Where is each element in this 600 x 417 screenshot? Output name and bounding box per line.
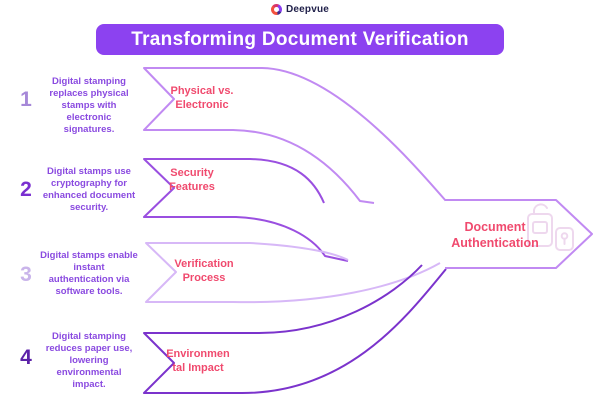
banner-verification-process: [145, 242, 441, 304]
deepvue-ring-icon: [270, 4, 282, 15]
brand-name: Deepvue: [285, 4, 330, 15]
step-description-2: Digital stamps use cryptography for enha…: [42, 166, 136, 213]
step-number-4: 4: [20, 346, 32, 369]
step-description-4: Digital stamping reduces paper use, lowe…: [45, 331, 133, 390]
title-banner: Transforming Document Verification: [96, 24, 504, 55]
flow-label-verification-process: Verification Process: [174, 258, 234, 284]
banner-physical-vs-electronic: [143, 67, 447, 204]
step-description-1: Digital stamping replaces physical stamp…: [49, 76, 129, 135]
result-arrow: [445, 199, 593, 269]
brand-header: Deepvue: [0, 4, 600, 15]
step-description-3: Digital stamps enable instant authentica…: [40, 250, 138, 297]
page-title: Transforming Document Verification: [131, 28, 469, 50]
result-label: Document Authentication: [451, 220, 539, 250]
banner-security-features: [143, 158, 349, 262]
flow-label-security-features: Security Features: [169, 167, 215, 193]
document-lock-icon: [527, 203, 574, 251]
step-number-1: 1: [20, 88, 32, 111]
banner-environmental-impact: [143, 264, 447, 395]
step-number-2: 2: [20, 178, 32, 201]
flow-label-environmental-impact: Environmen tal Impact: [166, 348, 230, 374]
flow-label-physical-vs-electronic: Physical vs. Electronic: [170, 85, 234, 111]
step-number-3: 3: [20, 263, 32, 286]
